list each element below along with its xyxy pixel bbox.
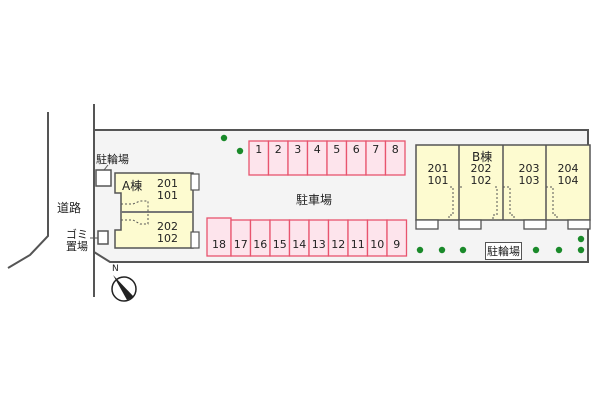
road-lines <box>7 104 95 297</box>
trees <box>220 134 585 254</box>
building-b-unit-1: 201 101 <box>418 163 458 187</box>
stall-16: 16 <box>253 238 268 251</box>
stall-2: 2 <box>274 143 282 156</box>
unit-202: 202 <box>470 162 492 175</box>
building-a <box>114 172 200 249</box>
stall-9: 9 <box>393 238 401 251</box>
parking-bottom-numbers: 18 17 16 15 14 13 12 11 10 9 <box>207 238 407 251</box>
garbage-label: ゴミ 置場 <box>66 229 88 253</box>
building-a-name: A棟 <box>122 179 143 193</box>
parking-row-bottom <box>206 217 408 257</box>
building-b-unit-2: 202 102 <box>461 163 501 187</box>
garbage-label-line2: 置場 <box>66 240 88 253</box>
bicycle-parking-a-label: 駐輪場 <box>96 153 129 166</box>
unit-101: 101 <box>427 174 449 187</box>
building-a-units-upper: 201 101 <box>157 178 178 202</box>
stall-8: 8 <box>391 143 399 156</box>
stall-3: 3 <box>294 143 302 156</box>
garbage-station <box>97 230 109 245</box>
stall-14: 14 <box>292 238 307 251</box>
unit-102: 102 <box>157 232 178 245</box>
stall-13: 13 <box>311 238 326 251</box>
stall-10: 10 <box>370 238 385 251</box>
compass-label: N <box>112 264 119 274</box>
unit-204: 204 <box>557 162 579 175</box>
unit-202: 202 <box>157 220 178 233</box>
bicycle-shed-a <box>95 169 112 187</box>
unit-201: 201 <box>427 162 449 175</box>
garbage-label-line1: ゴミ <box>66 228 88 241</box>
parking-top-numbers: 1 2 3 4 5 6 7 8 <box>249 143 405 156</box>
stall-4: 4 <box>313 143 321 156</box>
stall-11: 11 <box>350 238 365 251</box>
unit-101: 101 <box>157 189 178 202</box>
stall-12: 12 <box>331 238 346 251</box>
unit-201: 201 <box>157 177 178 190</box>
stall-17: 17 <box>233 238 248 251</box>
unit-104: 104 <box>557 174 579 187</box>
building-b-unit-3: 203 103 <box>509 163 549 187</box>
parking-label: 駐車場 <box>296 193 333 207</box>
building-a-units-lower: 202 102 <box>157 221 178 245</box>
unit-203: 203 <box>518 162 540 175</box>
unit-102: 102 <box>470 174 492 187</box>
stall-6: 6 <box>352 143 360 156</box>
stall-7: 7 <box>372 143 380 156</box>
stall-1: 1 <box>255 143 263 156</box>
unit-103: 103 <box>518 174 540 187</box>
parking-row-top <box>248 140 406 176</box>
road-label: 道路 <box>57 201 82 215</box>
stall-15: 15 <box>272 238 287 251</box>
building-b-name: B棟 <box>472 150 493 164</box>
bicycle-parking-b-label: 駐輪場 <box>485 242 522 260</box>
compass-north-icon <box>111 275 137 302</box>
building-b-unit-4: 204 104 <box>548 163 588 187</box>
stall-5: 5 <box>333 143 341 156</box>
building-b <box>415 144 591 230</box>
stall-18: 18 <box>212 238 226 251</box>
